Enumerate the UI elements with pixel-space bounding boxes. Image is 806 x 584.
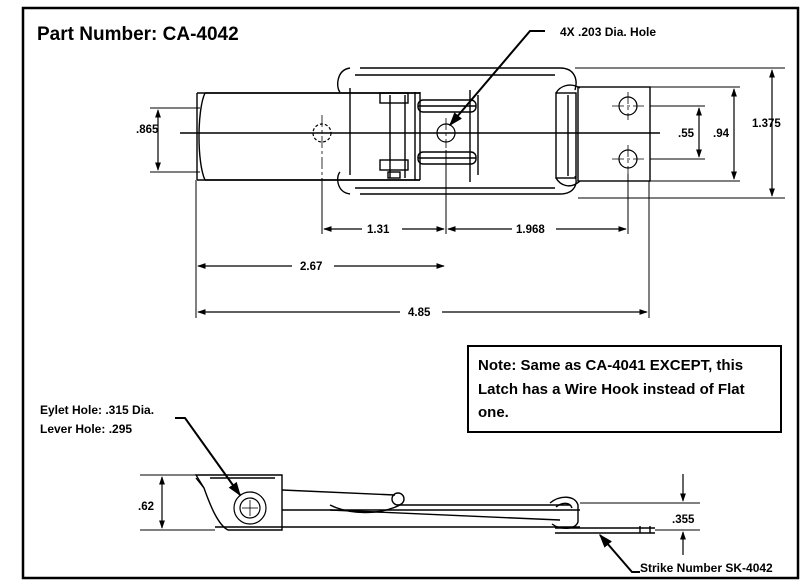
- dim-62: .62: [138, 501, 154, 513]
- lever-callout: Lever Hole: .295: [40, 422, 132, 436]
- holes-callout: 4X .203 Dia. Hole: [560, 25, 656, 39]
- dim-267: 2.67: [300, 261, 322, 273]
- dim-1375: 1.375: [752, 118, 781, 130]
- dim-355: .355: [672, 514, 695, 526]
- eyelet-callout: Eylet Hole: .315 Dia.: [40, 403, 154, 417]
- dim-131: 1.31: [367, 224, 390, 236]
- latch-side-view: [194, 474, 655, 534]
- dimension-lines: [155, 69, 775, 315]
- strike-leader: [599, 533, 640, 573]
- dim-94: .94: [713, 128, 730, 140]
- dim-1968: 1.968: [516, 224, 545, 236]
- eyelet-leader: [175, 417, 241, 497]
- center-lines: [321, 92, 644, 178]
- note-line-3: one.: [478, 404, 509, 421]
- side-view-holes: [233, 491, 267, 525]
- outer-border: [21, 6, 800, 580]
- note-line-2: Latch has a Wire Hook instead of Flat: [478, 381, 745, 398]
- dim-865: .865: [136, 124, 159, 136]
- part-number-title: Part Number: CA-4042: [37, 24, 239, 45]
- extension-lines: [150, 67, 785, 318]
- holes-leader: [449, 30, 545, 127]
- eyelet-hole: [233, 491, 267, 525]
- strike-callout: Strike Number SK-4042: [640, 561, 773, 575]
- side-dimension-lines: [140, 474, 700, 555]
- dim-485: 4.85: [408, 307, 431, 319]
- latch-top-view: [196, 67, 651, 195]
- note-box: [467, 345, 782, 433]
- lever-hole: [239, 497, 261, 519]
- dim-55: .55: [678, 128, 695, 140]
- note-line-1: Note: Same as CA-4041 EXCEPT, this: [478, 357, 743, 374]
